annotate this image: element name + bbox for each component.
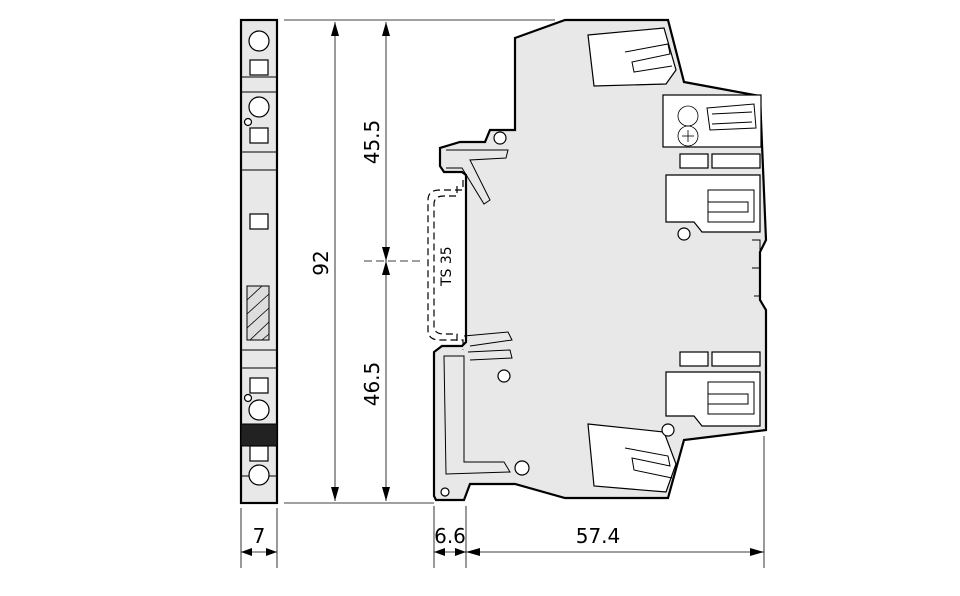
dimension-labels: 92 45.5 46.5 7 6.6 57.4	[253, 120, 621, 548]
rail-label: TS 35	[439, 246, 455, 287]
dim-upper-half: 45.5	[360, 120, 384, 165]
dim-rail-offset: 6.6	[434, 524, 466, 548]
screw-icon	[248, 30, 270, 52]
dim-lower-half: 46.5	[360, 362, 384, 407]
front-view	[432, 18, 768, 502]
dim-depth: 57.4	[576, 524, 621, 548]
din-rail: TS 35	[427, 180, 464, 350]
screw-icon	[248, 464, 270, 486]
dim-height-total: 92	[309, 250, 333, 275]
screw-icon	[248, 399, 270, 421]
earth-symbol-icon	[677, 125, 699, 147]
dimension-lines	[240, 19, 765, 568]
dim-width-side: 7	[253, 524, 266, 548]
side-view	[239, 18, 279, 505]
screw-icon	[248, 96, 270, 118]
